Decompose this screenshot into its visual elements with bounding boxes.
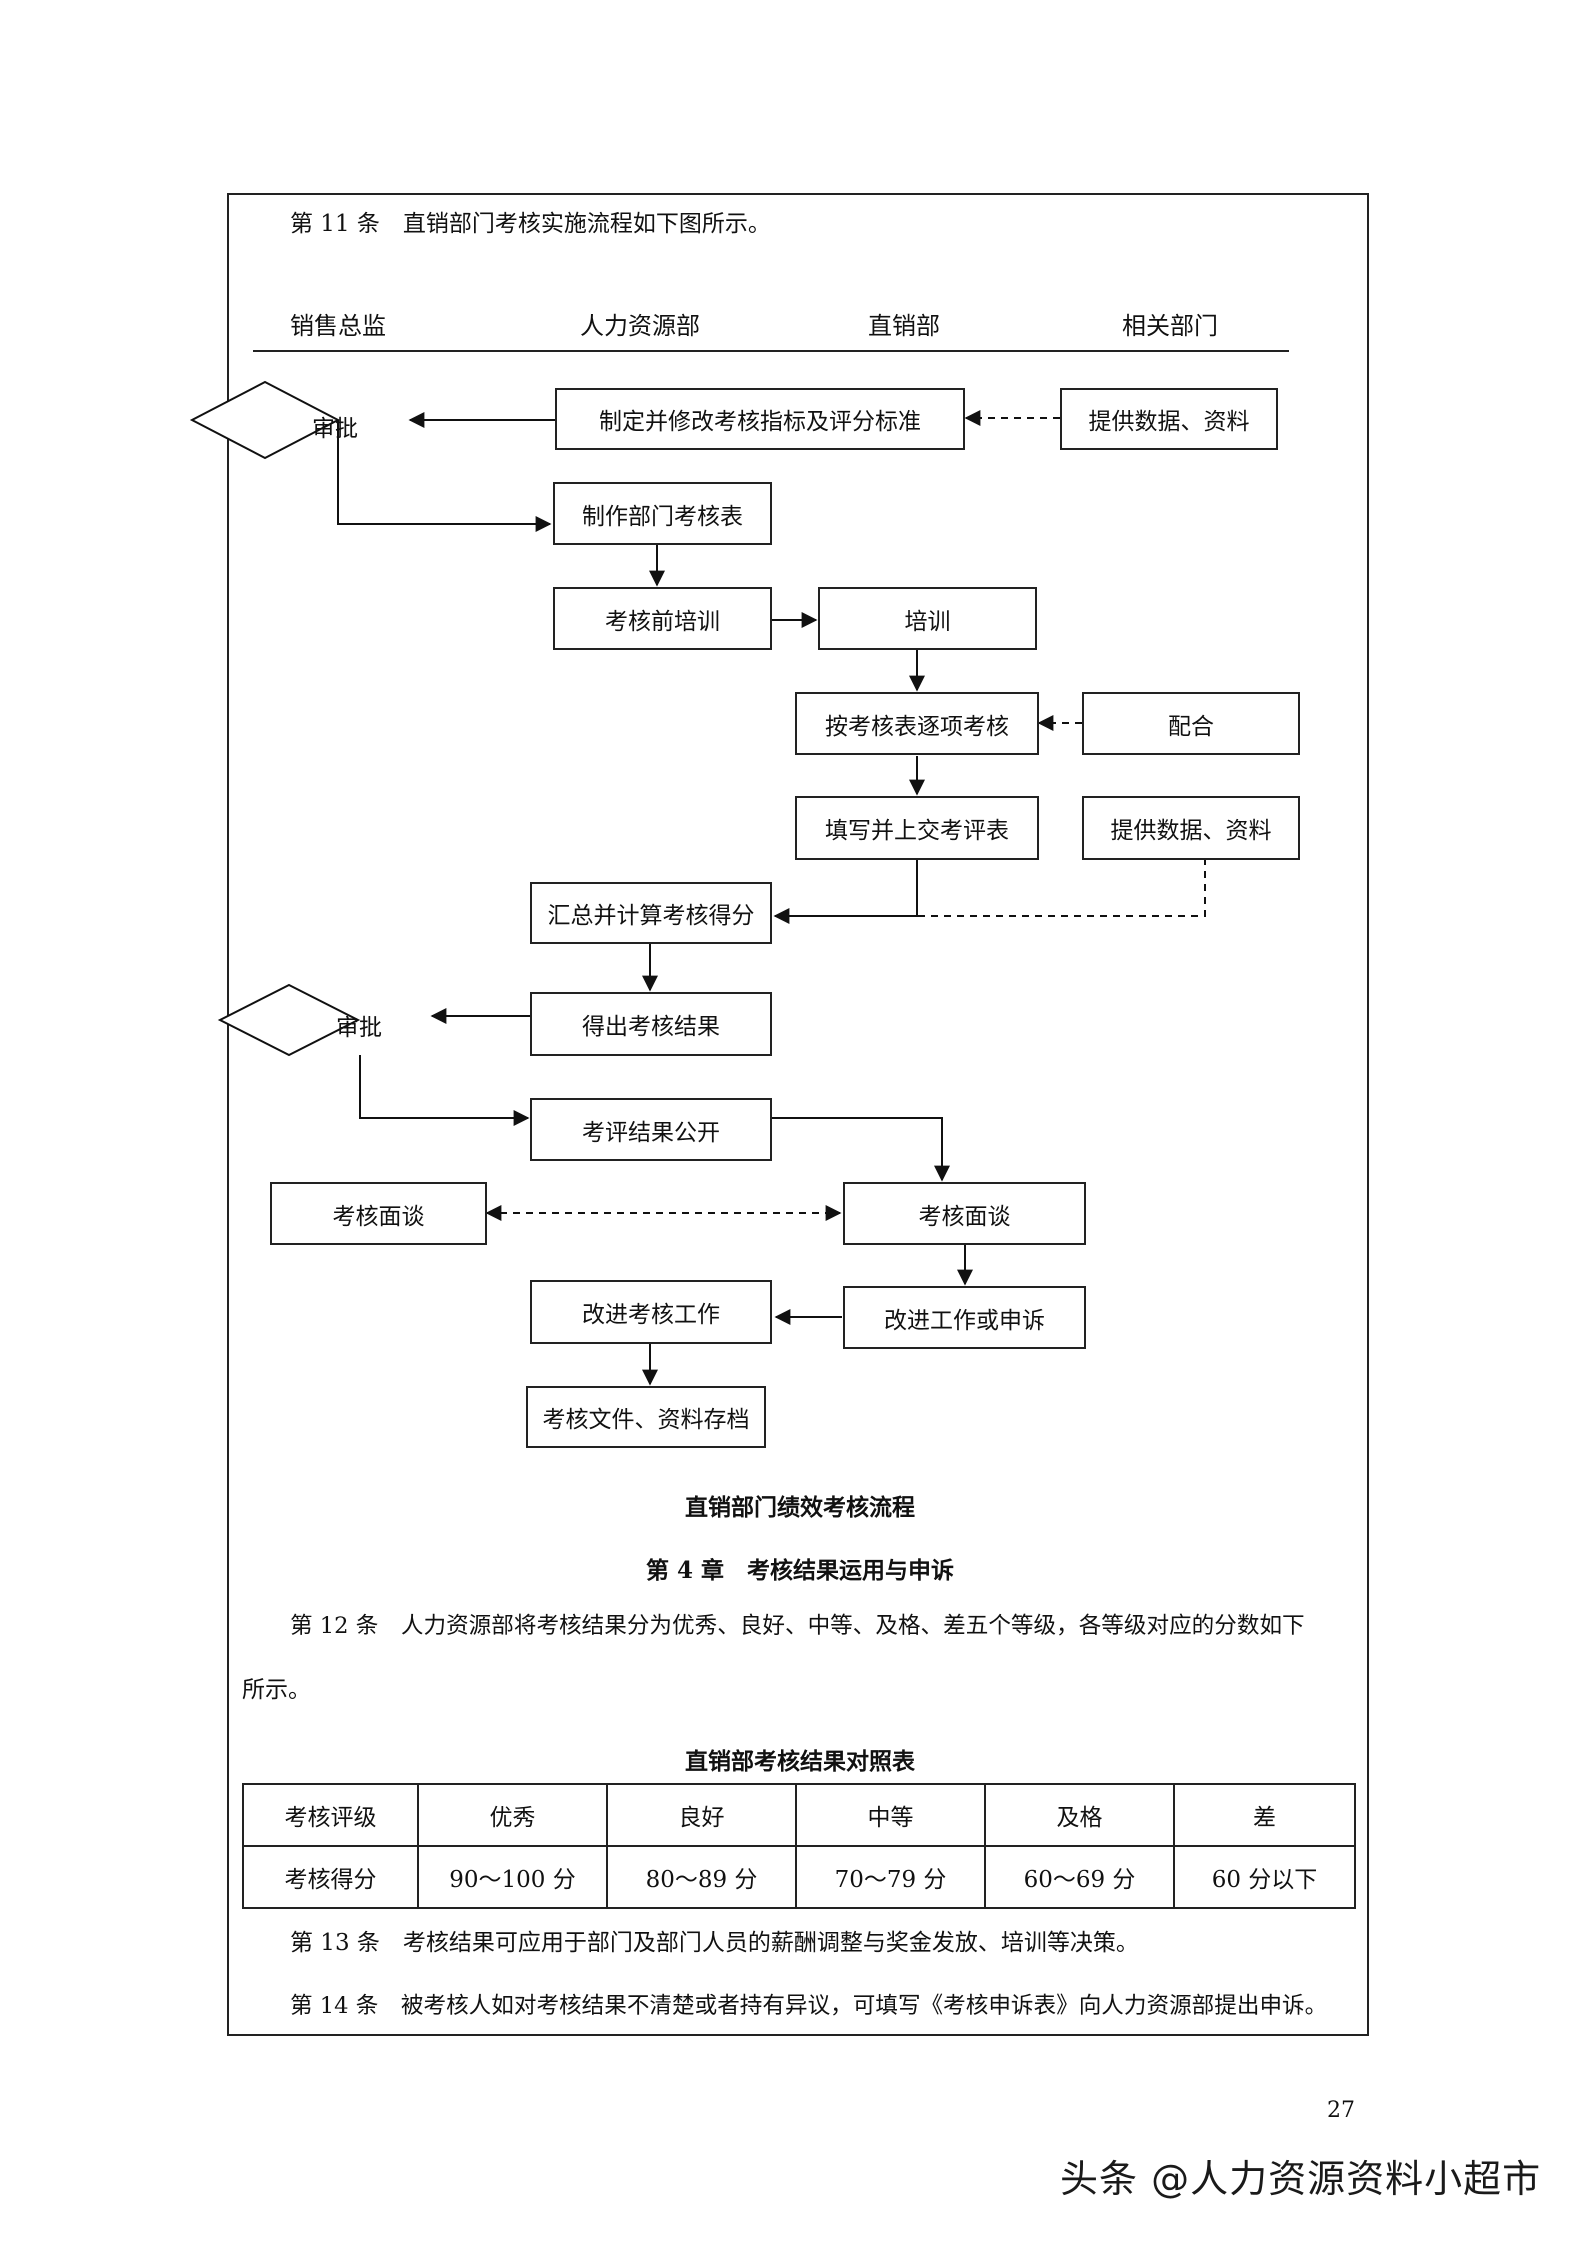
page-number: 27 [1327, 2098, 1355, 2123]
table-header-cell: 良好 [606, 1783, 797, 1847]
chapter-heading: 第 4 章 考核结果运用与申诉 [645, 1557, 955, 1584]
box-interview-right: 考核面谈 [843, 1182, 1086, 1245]
article-12-line2: 所示。 [242, 1677, 311, 1703]
lane-related-dept: 相关部门 [1122, 312, 1218, 340]
table-row: 考核得分 90～100 分 80～89 分 70～79 分 60～69 分 60… [242, 1845, 1356, 1909]
lane-divider [253, 350, 1289, 352]
box-pre-training: 考核前培训 [553, 587, 772, 650]
box-cooperate: 配合 [1082, 692, 1300, 755]
table-header-cell: 及格 [984, 1783, 1175, 1847]
table-header-cell: 优秀 [417, 1783, 608, 1847]
table-header-cell: 差 [1173, 1783, 1356, 1847]
lane-direct-sales: 直销部 [868, 312, 940, 340]
table-header-cell: 考核评级 [242, 1783, 419, 1847]
table-cell: 考核得分 [242, 1845, 419, 1909]
arrow-approve-to-publish [359, 1055, 530, 1126]
arrow-fill-to-summary [773, 860, 918, 924]
dashed-data-to-summary [917, 858, 1206, 917]
approve-diamond-1 [189, 380, 341, 460]
box-training: 培训 [818, 587, 1037, 650]
table-cell: 80～89 分 [606, 1845, 797, 1909]
box-improve-appeal: 改进工作或申诉 [843, 1286, 1086, 1349]
box-summarize: 汇总并计算考核得分 [530, 882, 772, 944]
watermark: 头条 @人力资源资料小超市 [1060, 2157, 1542, 2201]
box-get-result: 得出考核结果 [530, 992, 772, 1056]
approve-diamond-2 [217, 983, 361, 1057]
box-make-table: 制作部门考核表 [553, 482, 772, 545]
table-title: 直销部考核结果对照表 [685, 1748, 915, 1775]
arrow-approve-to-table [337, 420, 552, 532]
approve-label-2: 审批 [336, 1015, 382, 1041]
content-frame [227, 193, 1369, 2036]
table-header-row: 考核评级 优秀 良好 中等 及格 差 [242, 1783, 1356, 1847]
box-publish: 考评结果公开 [530, 1098, 772, 1161]
flow-caption: 直销部门绩效考核流程 [685, 1494, 915, 1521]
box-archive: 考核文件、资料存档 [526, 1386, 766, 1448]
grade-table: 考核评级 优秀 良好 中等 及格 差 考核得分 90～100 分 80～89 分… [242, 1783, 1356, 1909]
table-header-cell: 中等 [795, 1783, 986, 1847]
article-11: 第 11 条 直销部门考核实施流程如下图所示。 [290, 211, 771, 237]
box-provide-data-2: 提供数据、资料 [1082, 796, 1300, 860]
article-14: 第 14 条 被考核人如对考核结果不清楚或者持有异议，可填写《考核申诉表》向人力… [290, 1993, 1328, 2019]
box-set-standard: 制定并修改考核指标及评分标准 [555, 388, 965, 450]
approve-label-1: 审批 [312, 416, 358, 442]
flowchart-connectors [189, 380, 1206, 1386]
arrow-publish-to-interview [772, 1117, 950, 1182]
lane-hr: 人力资源部 [580, 312, 700, 340]
box-interview-left: 考核面谈 [270, 1182, 487, 1245]
table-cell: 60 分以下 [1173, 1845, 1356, 1909]
article-13: 第 13 条 考核结果可应用于部门及部门人员的薪酬调整与奖金发放、培训等决策。 [290, 1930, 1139, 1956]
box-assess-items: 按考核表逐项考核 [795, 692, 1039, 755]
table-cell: 90～100 分 [417, 1845, 608, 1909]
article-12-line1: 第 12 条 人力资源部将考核结果分为优秀、良好、中等、及格、差五个等级，各等级… [290, 1613, 1305, 1639]
box-provide-data-1: 提供数据、资料 [1060, 388, 1278, 450]
table-cell: 60～69 分 [984, 1845, 1175, 1909]
box-fill-submit: 填写并上交考评表 [795, 796, 1039, 860]
table-cell: 70～79 分 [795, 1845, 986, 1909]
box-improve-assess: 改进考核工作 [530, 1280, 772, 1344]
lane-sales-director: 销售总监 [290, 312, 386, 340]
